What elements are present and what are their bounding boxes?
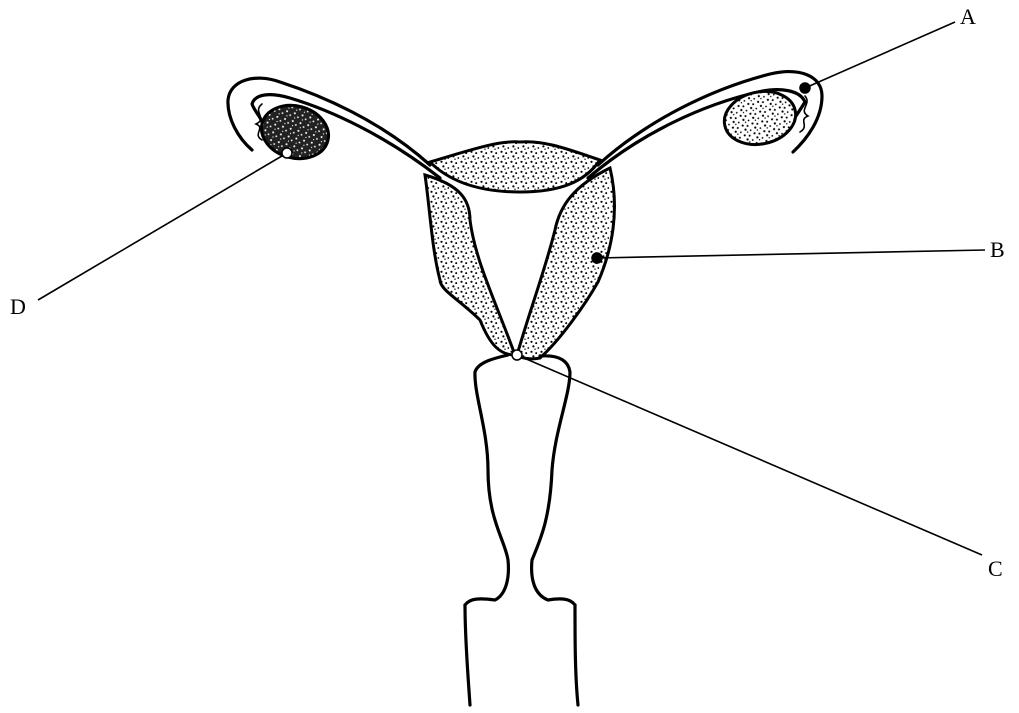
label-d: D	[10, 294, 26, 319]
left-fallopian-tube	[228, 78, 440, 178]
leader-line-d	[38, 153, 287, 300]
label-b: B	[990, 237, 1005, 262]
marker-c	[512, 350, 522, 360]
leader-lines	[38, 22, 985, 555]
uterus-right-wall	[517, 168, 614, 359]
vagina	[465, 355, 578, 705]
uterus-fundus	[430, 142, 600, 192]
label-a: A	[960, 4, 976, 29]
marker-d	[282, 148, 292, 158]
marker-a	[800, 83, 810, 93]
leader-line-c	[517, 355, 982, 555]
leader-line-a	[805, 22, 955, 88]
marker-b	[592, 253, 602, 263]
labels: A B C D	[10, 4, 1005, 581]
leader-line-b	[597, 250, 985, 258]
label-c: C	[988, 556, 1003, 581]
right-ovary	[719, 85, 800, 151]
uterus-left-wall	[425, 175, 515, 355]
